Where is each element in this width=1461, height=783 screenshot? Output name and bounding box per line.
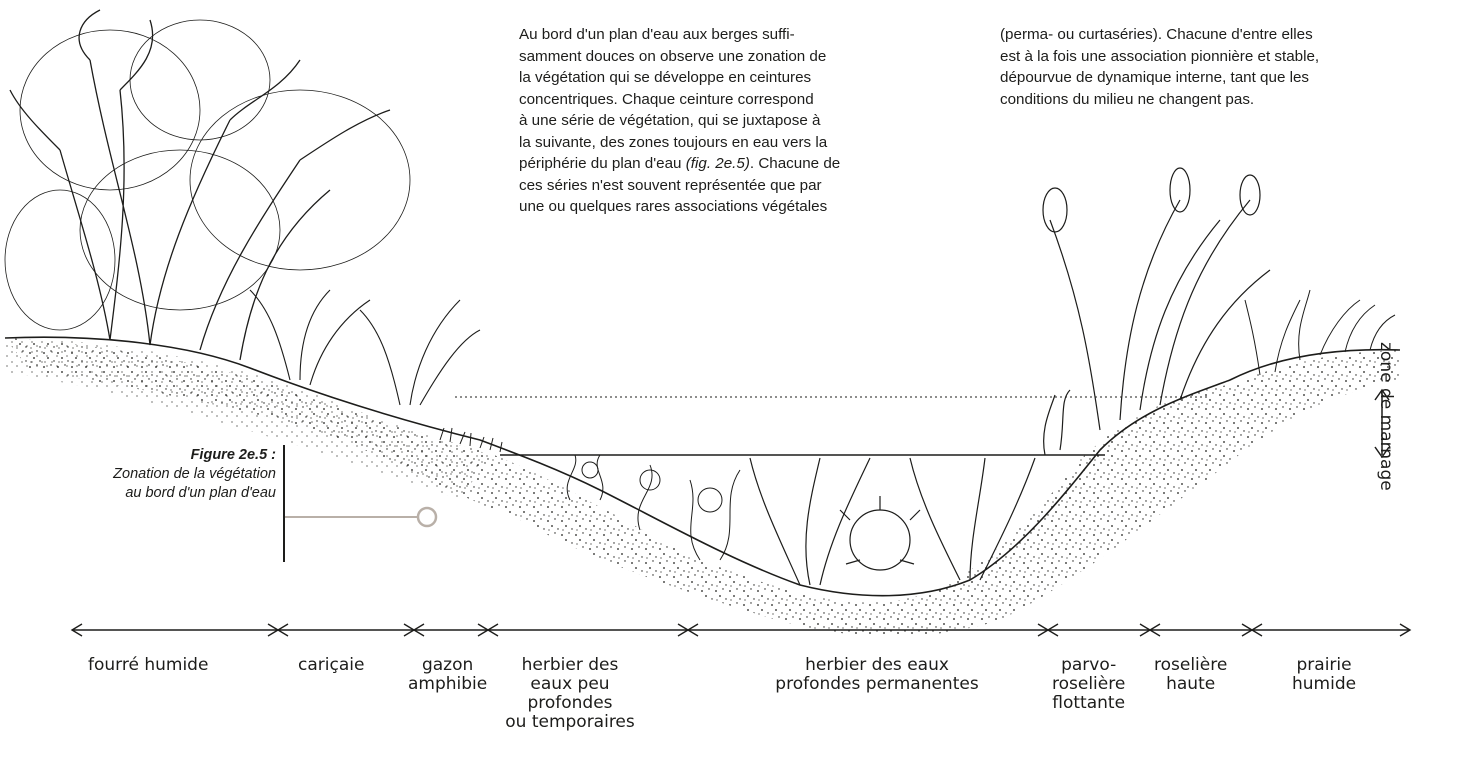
zone-label-line: gazon [422,655,473,675]
zone-label-fourre-humide: fourré humide [88,656,208,675]
text-line: concentriques. Chaque ceinture correspon… [519,91,814,108]
text-line: ces séries n'est souvent représentée que… [519,177,822,194]
zone-label-parvo-roseliere: parvo- roselière flottante [1052,656,1125,713]
figure-caption: Figure 2e.5 : Zonation de la végétation … [0,446,276,503]
zone-label-herbier-profondes-permanentes: herbier des eaux profondes permanentes [762,656,992,694]
zone-label-caricaie: cariçaie [298,656,364,675]
text-line: la suivante, des zones toujours en eau v… [519,134,827,151]
zone-label-line: ou temporaires [505,712,635,732]
text-line: une ou quelques rares associations végét… [519,198,827,215]
text-line: la végétation qui se développe en ceintu… [519,69,811,86]
zone-label-roseliere-haute: roselière haute [1154,656,1227,694]
zone-label-line: roselière [1154,655,1227,675]
zone-label-line: flottante [1052,693,1125,713]
thicket-shrubs [10,10,390,360]
text-line: dépourvue de dynamique interne, tant que… [1000,69,1309,86]
caption-connector [285,508,436,526]
zone-label-line: prairie [1297,655,1352,675]
caption-rule [283,445,285,562]
zone-arrows [72,624,1410,636]
figure-caption-line: Zonation de la végétation [0,465,276,484]
zone-label-line: humide [1292,674,1356,694]
zone-label-line: herbier des eaux [805,655,949,675]
zone-label-line: profondes [527,693,612,713]
zone-label-line: eaux peu [530,674,609,694]
zone-label-line: profondes permanentes [775,674,978,694]
thicket-foliage [5,20,410,330]
zone-label-line: herbier des [522,655,619,675]
zone-marnage-label: zone de marnage [1376,342,1396,491]
zone-label-line: cariçaie [298,655,364,675]
text-line: . Chacune de [750,155,840,172]
zone-label-line: parvo- [1061,655,1116,675]
text-line: samment douces on observe une zonation d… [519,48,826,65]
zone-label-gazon-amphibie: gazon amphibie [408,656,487,694]
text-line: à une série de végétation, qui se juxtap… [519,112,820,129]
zone-label-line: roselière [1052,674,1125,694]
figure-caption-title: Figure 2e.5 : [0,446,276,465]
text-line: (perma- ou curtaséries). Chacune d'entre… [1000,26,1313,43]
figure-reference: (fig. 2e.5) [686,155,750,172]
zone-label-line: amphibie [408,674,487,694]
text-line: conditions du milieu ne changent pas. [1000,91,1254,108]
zone-label-line: haute [1166,674,1215,694]
body-paragraph-left: Au bord d'un plan d'eau aux berges suffi… [519,24,971,218]
zone-label-herbier-peu-profondes: herbier des eaux peu profondes ou tempor… [500,656,640,732]
zone-label-prairie-humide: prairie humide [1292,656,1356,694]
figure-caption-line: au bord d'un plan d'eau [0,484,276,503]
zone-label-line: fourré humide [88,655,208,675]
text-line: périphérie du plan d'eau [519,155,686,172]
text-line: Au bord d'un plan d'eau aux berges suffi… [519,26,795,43]
text-line: est à la fois une association pionnière … [1000,48,1319,65]
body-paragraph-right: (perma- ou curtaséries). Chacune d'entre… [1000,24,1452,110]
